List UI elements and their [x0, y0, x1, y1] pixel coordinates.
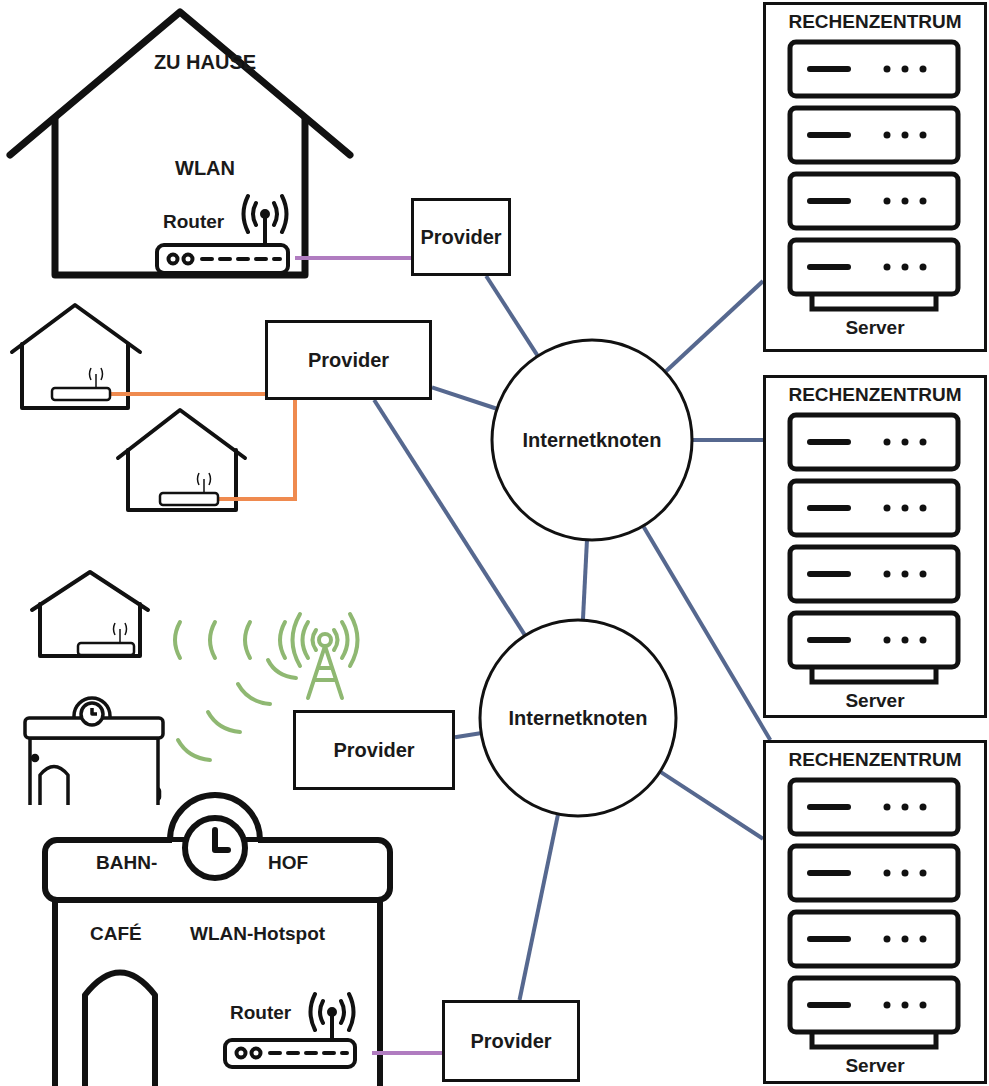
- provider-box: Provider: [442, 1000, 580, 1082]
- dsl-line: [110, 394, 295, 499]
- backbone-line: [666, 281, 763, 371]
- station-building: [45, 795, 390, 1086]
- house-walls: [55, 118, 305, 275]
- station: BAHN- HOF CAFÉ WLAN-HotspotRouter: [40, 795, 395, 1086]
- house-label: ZU HAUSE: [150, 42, 260, 82]
- house-roof: [10, 12, 350, 155]
- router-icon: [157, 196, 288, 273]
- cafe-label: CAFÉ: [90, 923, 142, 946]
- provider-box-label: Provider: [308, 348, 389, 372]
- server-label: Server: [766, 690, 984, 713]
- house: ZU HAUSE WLAN Router: [10, 10, 350, 280]
- router-icon: [225, 994, 355, 1067]
- backbone-line: [693, 438, 763, 442]
- internet-node-label: Internetknoten: [523, 428, 662, 452]
- provider-box-label: Provider: [333, 738, 414, 762]
- access-line: [295, 256, 411, 260]
- data-center-title: RECHENZENTRUM: [766, 749, 984, 772]
- provider-box: Provider: [293, 710, 455, 790]
- backbone-line: [455, 733, 480, 737]
- internet-node-label: Internetknoten: [509, 706, 648, 730]
- network-label: WLAN: [150, 156, 260, 180]
- device-label: Router: [230, 1002, 291, 1025]
- access-line: [372, 1051, 442, 1055]
- server-label: Server: [766, 317, 984, 340]
- router: Router: [155, 205, 295, 278]
- data-center: RECHENZENTRUM Server: [763, 2, 987, 352]
- router: Router: [222, 998, 372, 1068]
- radio-tower: [293, 614, 358, 698]
- data-center-title: RECHENZENTRUM: [766, 384, 984, 407]
- backbone-line: [583, 541, 587, 619]
- station-label: HOF: [268, 852, 308, 875]
- device-label: Router: [163, 211, 224, 234]
- internet-node: Internetknoten: [490, 338, 694, 542]
- backbone-line: [486, 276, 537, 355]
- hotspot-label: WLAN-Hotspot: [190, 923, 325, 946]
- server-label: Server: [766, 1055, 984, 1078]
- provider-box: Provider: [411, 198, 511, 276]
- provider-box-label: Provider: [420, 225, 501, 249]
- provider-box-label: Provider: [470, 1029, 551, 1053]
- data-center-title: RECHENZENTRUM: [766, 11, 984, 34]
- station-label: BAHN-: [96, 852, 157, 875]
- backbone-line: [432, 387, 496, 408]
- backbone-line: [661, 772, 763, 839]
- internet-node: Internetknoten: [478, 618, 678, 818]
- radio-waves: [175, 622, 296, 760]
- server-racks: [790, 42, 958, 1047]
- provider-box: Provider: [265, 320, 432, 400]
- backbone-line: [520, 815, 558, 1000]
- small-houses: [12, 305, 245, 656]
- small-station: [25, 698, 163, 805]
- data-center: RECHENZENTRUM Server: [763, 740, 987, 1084]
- data-center: RECHENZENTRUM Server: [763, 375, 987, 718]
